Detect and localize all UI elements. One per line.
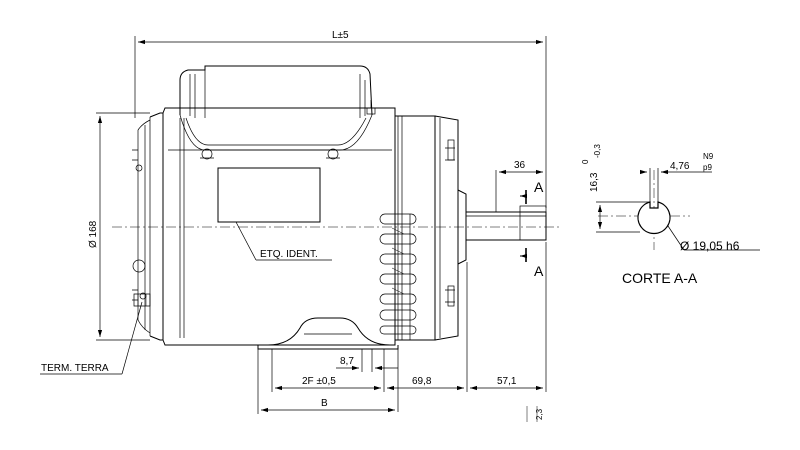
dim-diameter: Ø 168 (88, 220, 99, 248)
dimensions: L±5 Ø 168 36 8,7 2F ±0,5 69,8 57,1 (88, 30, 547, 414)
dim-shaft-length: 36 (514, 160, 526, 171)
center-lines (112, 170, 690, 250)
leader-labels: ETQ. IDENT. TERM. TERRA (40, 221, 332, 375)
section-title: CORTE A-A (622, 270, 698, 286)
dim-overall-length: L±5 (332, 30, 349, 41)
section-a-a: 4,76 N9 p9 16,3 0 -0,3 Ø 19,05 h6 CORTE … (581, 144, 760, 286)
dim-key-width-tol-upper: N9 (703, 152, 714, 161)
dim-8-7: 8,7 (340, 356, 354, 367)
dim-key-width: 4,76 (670, 161, 690, 172)
revision-text: 2,3 (535, 408, 544, 420)
dim-57-1: 57,1 (497, 376, 517, 387)
label-term-terra: TERM. TERRA (41, 363, 109, 374)
section-marker-top: A (534, 179, 544, 195)
revision-mark: 2,3 (526, 406, 544, 422)
mounting-foot (257, 317, 399, 353)
ventilation-slots (379, 213, 417, 340)
dim-key-height-tol-lower: -0,3 (593, 144, 602, 158)
dim-69-8: 69,8 (412, 376, 432, 387)
dim-2f: 2F ±0,5 (302, 376, 336, 387)
dim-b: B (321, 398, 328, 409)
dim-key-width-tol-lower: p9 (703, 163, 712, 172)
label-etq-ident: ETQ. IDENT. (260, 249, 318, 260)
dim-shaft-diameter: Ø 19,05 h6 (680, 239, 740, 253)
motor-body (132, 65, 467, 353)
section-marker-bottom: A (534, 263, 544, 279)
dim-key-height-tol-upper: 0 (581, 159, 590, 164)
dim-key-height: 16,3 (589, 172, 600, 192)
shaft: A A (465, 179, 547, 279)
